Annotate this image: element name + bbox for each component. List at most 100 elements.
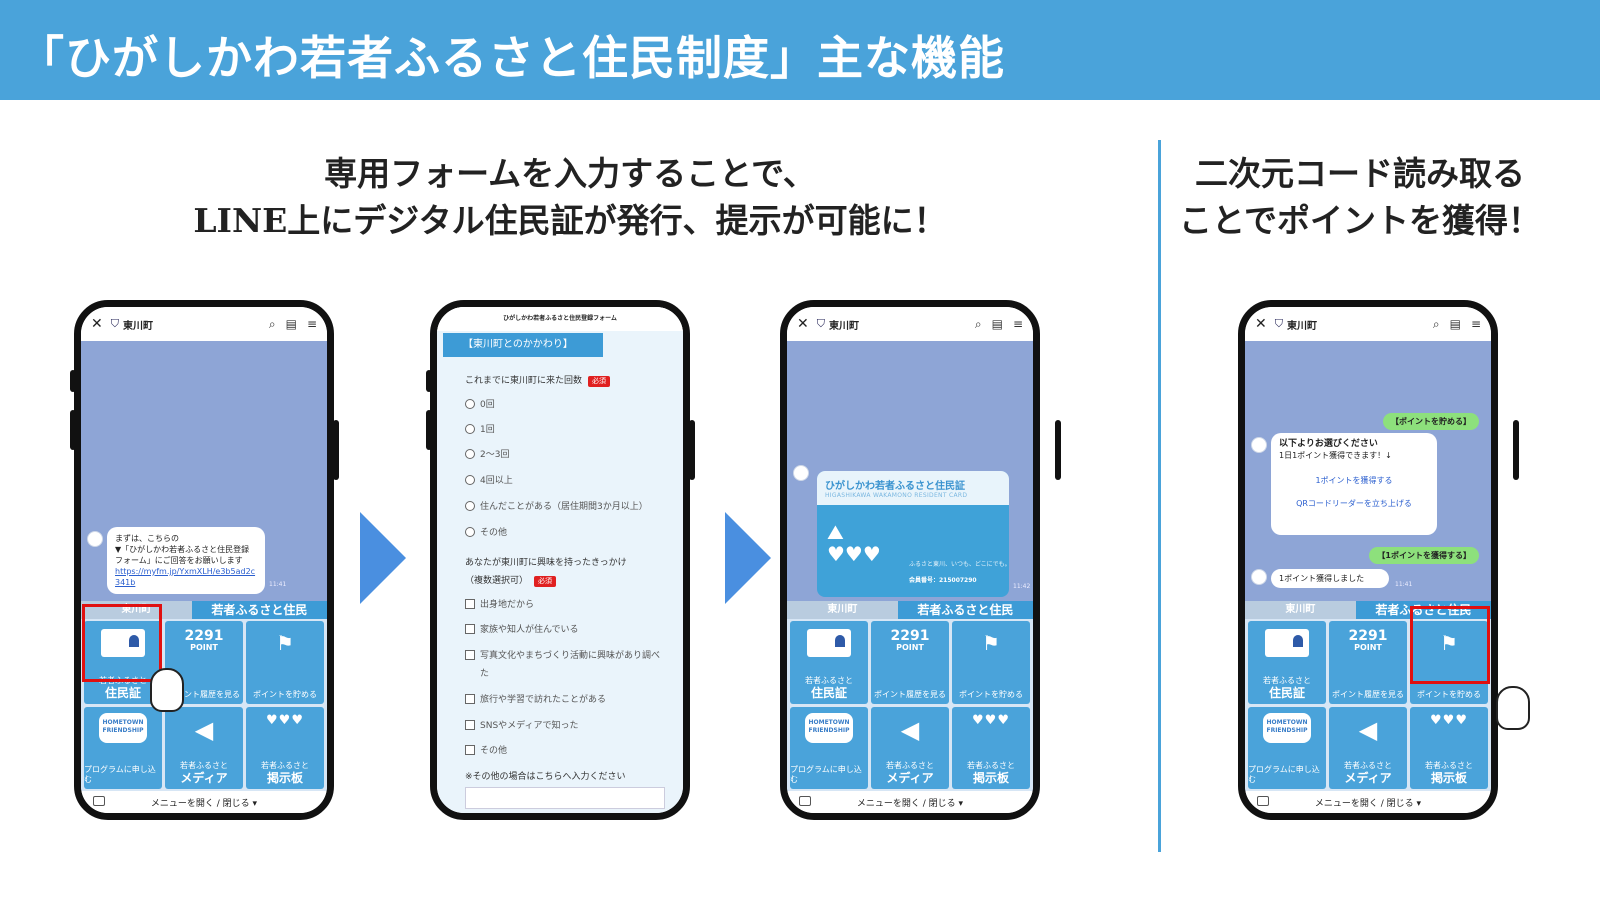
q1-option[interactable]: 4回以上 (465, 473, 513, 486)
search-icon[interactable]: ⌕ (1432, 316, 1440, 331)
program-tile[interactable]: HOMETOWN FRIENDSHIP プログラムに申し込む (790, 706, 868, 789)
account-name: 東川町 (122, 320, 153, 332)
rich-menu: 東川町 若者ふるさと住民 若者ふるさと 住民証 2291 POINT ポイント履… (1245, 601, 1491, 791)
tile-big-label: 住民証 (1268, 685, 1305, 700)
banner-title: 「ひがしかわ若者ふるさと住民制度」主な機能 (18, 31, 1005, 85)
keyboard-icon[interactable] (93, 796, 105, 806)
q2-option[interactable]: SNSやメディアで知った (465, 718, 579, 731)
menu-tab-resident[interactable]: 若者ふるさと住民 (897, 601, 1033, 619)
menu-toggle-bar[interactable]: メニューを開く / 閉じる ▾ (1245, 791, 1491, 813)
checkbox[interactable] (465, 693, 475, 704)
phone-2: ひがしかわ若者ふるさと住民登録フォーム 【東川町とのかかわり】 これまでに東川町… (430, 300, 690, 820)
hometown-friendship-icon: HOMETOWN FRIENDSHIP (1263, 712, 1311, 743)
search-icon[interactable]: ⌕ (268, 316, 276, 331)
question-1-text: これまでに東川町に来た回数 (465, 376, 583, 386)
account-avatar (793, 465, 809, 481)
q1-option[interactable]: その他 (465, 525, 507, 538)
q1-option[interactable]: 2～3回 (465, 447, 509, 460)
notes-icon[interactable]: ▤ (285, 317, 297, 331)
point-save-tile[interactable]: ⚑ ポイントを貯める (246, 621, 324, 704)
point-history-tile[interactable]: 2291 POINT ポイント履歴を見る (871, 621, 949, 704)
section-divider (1158, 140, 1161, 852)
radio-button[interactable] (465, 474, 475, 485)
point-save-tile[interactable]: ⚑ ポイントを貯める (1410, 621, 1488, 704)
option-label: 2～3回 (480, 450, 510, 460)
menu-toggle-bar[interactable]: メニューを開く / 閉じる ▾ (81, 791, 327, 813)
program-tile[interactable]: HOMETOWN FRIENDSHIP プログラムに申し込む (1248, 706, 1326, 789)
q1-option[interactable]: 1回 (465, 422, 495, 435)
keyboard-icon[interactable] (799, 796, 811, 806)
q1-option[interactable]: 住んだことがある（居住期間3か月以上） (465, 499, 648, 512)
menu-icon[interactable]: ≡ (1470, 317, 1481, 331)
tile-small-label: 若者ふるさと (1344, 761, 1392, 770)
media-tile[interactable]: ◀ 若者ふるさと メディア (165, 706, 243, 789)
question-2-sub-text: （複数選択可） (465, 576, 529, 586)
notes-icon[interactable]: ▤ (1449, 317, 1461, 331)
checkbox[interactable] (465, 598, 475, 609)
title-banner: 「ひがしかわ若者ふるさと住民制度」主な機能 (0, 0, 1600, 100)
account-name: 東川町 (1286, 320, 1317, 332)
qr-reader-option[interactable]: QRコードリーダーを立ち上げる (1296, 499, 1412, 508)
point-history-tile[interactable]: 2291 POINT ポイント履歴を見る (165, 621, 243, 704)
menu-icon[interactable]: ≡ (306, 317, 317, 331)
tile-small-label: 若者ふるさと (1425, 761, 1473, 770)
checkbox[interactable] (465, 719, 475, 730)
menu-tab-town[interactable]: 東川町 (1245, 601, 1356, 619)
q2-option[interactable]: 出身地だから (465, 597, 534, 610)
board-tile[interactable]: ♥♥♥ 若者ふるさと 掲示板 (246, 706, 324, 789)
q2-option[interactable]: 家族や知人が住んでいる (465, 622, 579, 635)
radio-button[interactable] (465, 448, 475, 459)
search-icon[interactable]: ⌕ (974, 316, 982, 331)
phone3-side-button (1055, 420, 1061, 480)
phone-3: ✕ ⛉ 東川町 ⌕ ▤ ≡ ひがしかわ若者ふるさと住民証 HIGASHIKAWA… (780, 300, 1040, 820)
megaphone-icon: ◀ (194, 715, 214, 744)
notes-icon[interactable]: ▤ (991, 317, 1003, 331)
step-arrow-2 (725, 512, 771, 604)
close-icon[interactable]: ✕ (91, 316, 103, 332)
choose-title: 以下よりお選びください (1279, 439, 1378, 449)
menu-toggle-bar[interactable]: メニューを開く / 閉じる ▾ (787, 791, 1033, 813)
close-icon[interactable]: ✕ (797, 316, 809, 332)
radio-button[interactable] (465, 398, 475, 409)
form-link[interactable]: https://myfm.jp/YxmXLH/e3b5ad2c341b (115, 567, 256, 587)
left-heading: 専用フォームを入力することで、 LINE上にデジタル住民証が発行、提示が可能に！ (150, 150, 990, 244)
keyboard-icon[interactable] (1257, 796, 1269, 806)
phone2-side-button (426, 410, 432, 450)
q2-option[interactable]: 写真文化やまちづくり活動に興味があり調べた (465, 647, 665, 683)
board-tile[interactable]: ♥♥♥ 若者ふるさと 掲示板 (952, 706, 1030, 789)
q1-option[interactable]: 0回 (465, 397, 495, 410)
point-save-tile[interactable]: ⚑ ポイントを貯める (952, 621, 1030, 704)
tile-big-label: メディア (180, 771, 228, 785)
menu-toggle-label: メニューを開く / 閉じる ▾ (150, 798, 258, 809)
radio-button[interactable] (465, 500, 475, 511)
media-tile[interactable]: ◀ 若者ふるさと メディア (871, 706, 949, 789)
program-tile[interactable]: HOMETOWN FRIENDSHIP プログラムに申し込む (84, 706, 162, 789)
mountain-hearts-logo-icon: ⛰♥♥♥ (827, 520, 881, 566)
q2-option[interactable]: その他 (465, 743, 507, 756)
q2-option[interactable]: 旅行や学習で訪れたことがある (465, 692, 606, 705)
tile-big-label: 掲示板 (972, 771, 1009, 785)
digital-resident-card[interactable]: ひがしかわ若者ふるさと住民証 HIGASHIKAWA WAKAMONO RESI… (817, 471, 1009, 597)
menu-tab-town[interactable]: 東川町 (787, 601, 898, 619)
tile-label: ポイントを貯める (253, 689, 317, 699)
board-tile[interactable]: ♥♥♥ 若者ふるさと 掲示板 (1410, 706, 1488, 789)
checkbox[interactable] (465, 744, 475, 755)
shield-icon: ⛉ (110, 317, 119, 330)
menu-icon[interactable]: ≡ (1012, 317, 1023, 331)
media-tile[interactable]: ◀ 若者ふるさと メディア (1329, 706, 1407, 789)
radio-button[interactable] (465, 423, 475, 434)
other-input[interactable] (465, 787, 665, 809)
resident-card-tile[interactable]: 若者ふるさと 住民証 (790, 621, 868, 704)
tile-small-label: 若者ふるさと (886, 761, 934, 770)
chart-flag-icon: ⚑ (982, 631, 1000, 655)
point-history-tile[interactable]: 2291 POINT ポイント履歴を見る (1329, 621, 1407, 704)
checkbox[interactable] (465, 650, 475, 660)
menu-tab-resident[interactable]: 若者ふるさと住民 (191, 601, 327, 619)
id-card-icon (807, 629, 851, 657)
radio-button[interactable] (465, 526, 475, 537)
close-icon[interactable]: ✕ (1255, 316, 1267, 332)
resident-card-tile[interactable]: 若者ふるさと 住民証 (1248, 621, 1326, 704)
get-point-option[interactable]: 1ポイントを獲得する (1315, 476, 1393, 485)
shield-icon: ⛉ (816, 317, 825, 330)
checkbox[interactable] (465, 623, 475, 634)
